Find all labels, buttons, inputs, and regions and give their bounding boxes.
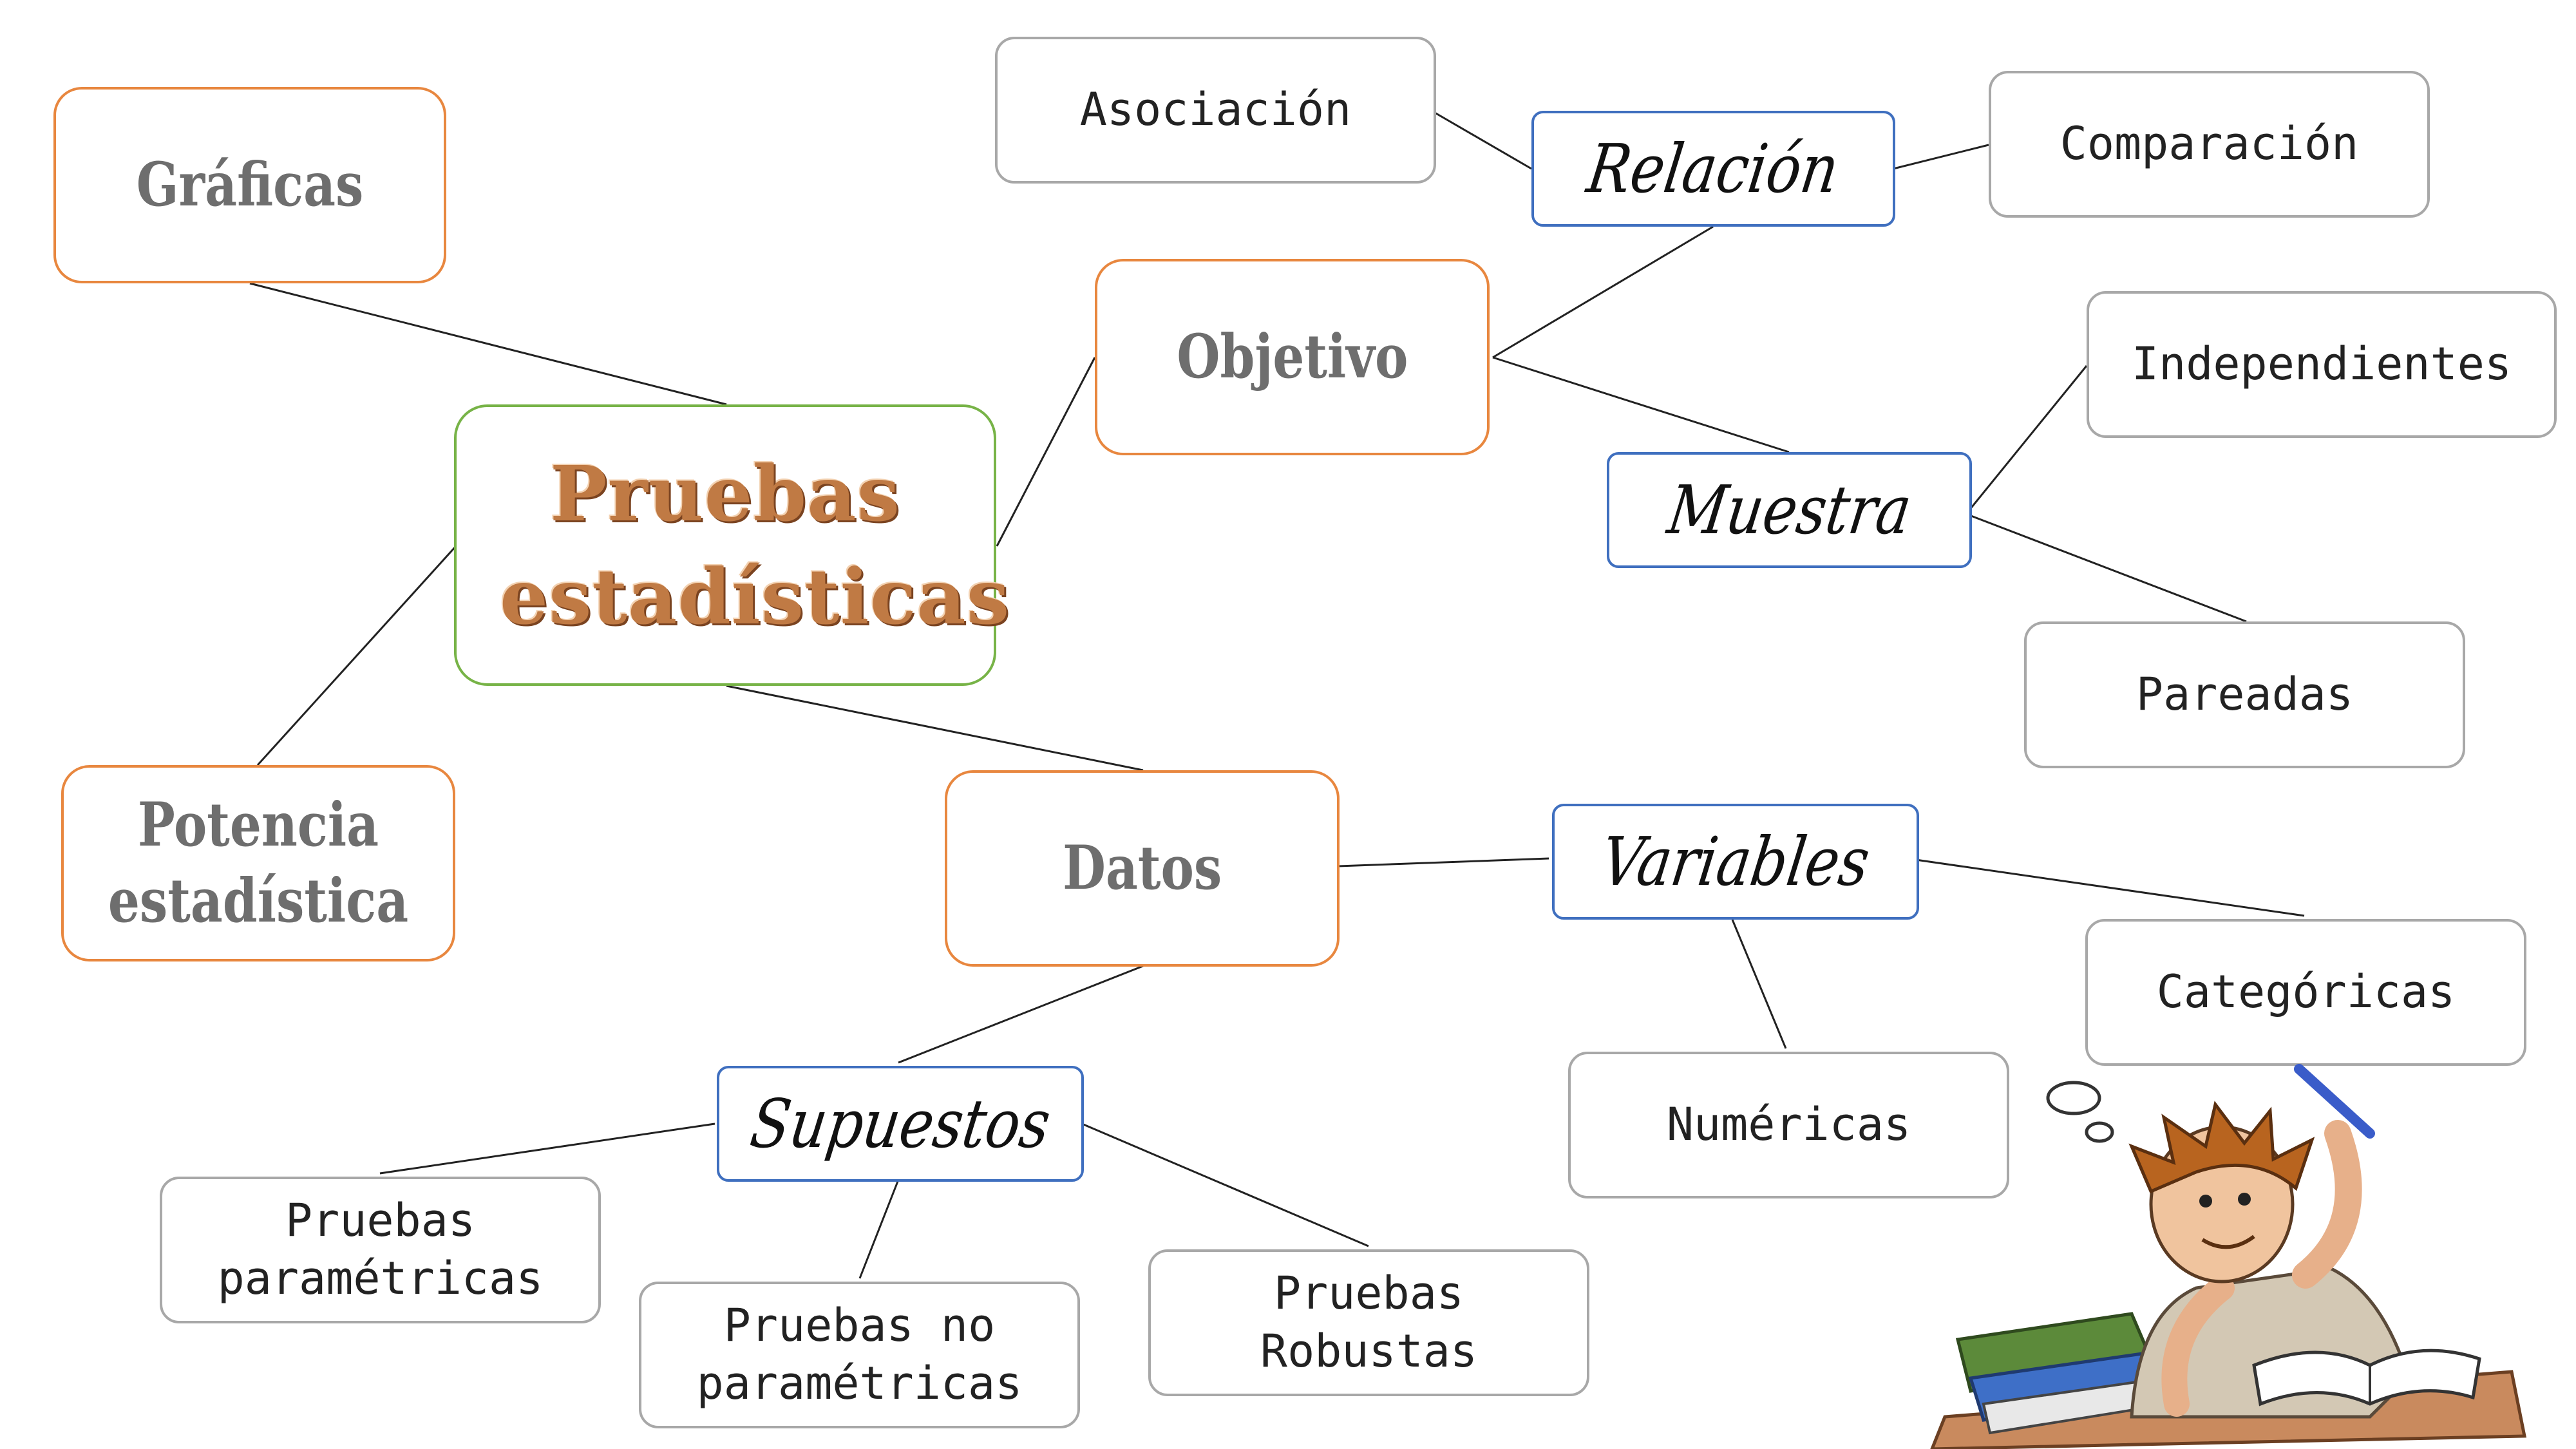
- connector-categoricas: [1915, 858, 2305, 917]
- node-pruebas-estadisticas: Pruebas estadísticas: [454, 404, 1010, 686]
- connector-comparacion: [1893, 144, 1989, 170]
- node-pruebas-parametricas: Pruebas paramétricas: [160, 1177, 601, 1323]
- node-comparacion-label: Comparación: [2060, 117, 2359, 171]
- node-asociacion: Asociación: [995, 37, 1436, 184]
- connector-supuestos: [898, 965, 1144, 1064]
- node-independientes: Independientes: [2087, 291, 2557, 438]
- node-no-parametricas-label: Pruebas no paramétricas: [696, 1299, 1023, 1410]
- node-supuestos-label: Supuestos: [746, 1084, 1055, 1163]
- connector-parametricas: [379, 1122, 715, 1175]
- connector-objetivo: [996, 357, 1096, 547]
- node-graficas-label: Gráficas: [136, 149, 364, 220]
- node-asociacion-label: Asociación: [1079, 83, 1352, 137]
- node-objetivo: Objetivo: [1095, 259, 1490, 455]
- node-categoricas: Categóricas: [2085, 919, 2526, 1066]
- node-comparacion: Comparación: [1989, 71, 2430, 218]
- node-relacion: Relación: [1531, 111, 1895, 227]
- node-numericas-label: Numéricas: [1666, 1098, 1911, 1151]
- node-variables-label: Variables: [1596, 822, 1875, 901]
- node-parametricas-label: Pruebas paramétricas: [217, 1194, 544, 1305]
- connector-numericas: [1731, 919, 1787, 1049]
- node-objetivo-label: Objetivo: [1176, 321, 1408, 392]
- node-numericas: Numéricas: [1568, 1052, 2009, 1198]
- connector-potencia: [256, 545, 457, 766]
- node-supuestos: Supuestos: [717, 1066, 1084, 1182]
- node-pareadas: Pareadas: [2024, 621, 2465, 768]
- connector-independientes: [1968, 365, 2088, 511]
- node-muestra: Muestra: [1607, 452, 1972, 568]
- connector-pareadas: [1969, 514, 2247, 623]
- node-potencia-label: Potencia estadística: [108, 790, 409, 936]
- student-thinking-over-books-icon: [1930, 1064, 2527, 1449]
- node-relacion-label: Relación: [1583, 129, 1844, 208]
- node-potencia-estadistica: Potencia estadística: [61, 765, 455, 961]
- node-pareadas-label: Pareadas: [2136, 668, 2354, 721]
- node-pruebas-robustas: Pruebas Robustas: [1148, 1249, 1589, 1396]
- node-datos-label: Datos: [1062, 832, 1222, 904]
- node-datos: Datos: [945, 770, 1340, 967]
- connector-datos: [726, 685, 1144, 772]
- node-muestra-label: Muestra: [1663, 471, 1916, 549]
- connector-robustas: [1081, 1122, 1369, 1247]
- node-robustas-label: Pruebas Robustas: [1260, 1267, 1478, 1378]
- connector-muestra: [1492, 356, 1790, 453]
- node-graficas: Gráficas: [53, 87, 446, 283]
- main-topic-label: Pruebas estadísticas: [500, 449, 1010, 641]
- connector-graficas: [249, 282, 727, 406]
- connector-relacion: [1492, 225, 1714, 359]
- node-pruebas-no-parametricas: Pruebas no paramétricas: [639, 1282, 1080, 1428]
- node-independientes-label: Independientes: [2131, 337, 2512, 391]
- connector-asociacion: [1434, 111, 1532, 170]
- node-variables: Variables: [1552, 804, 1919, 920]
- connector-no-parametricas: [858, 1179, 900, 1279]
- connector-variables: [1338, 857, 1549, 867]
- node-categoricas-label: Categóricas: [2156, 965, 2456, 1019]
